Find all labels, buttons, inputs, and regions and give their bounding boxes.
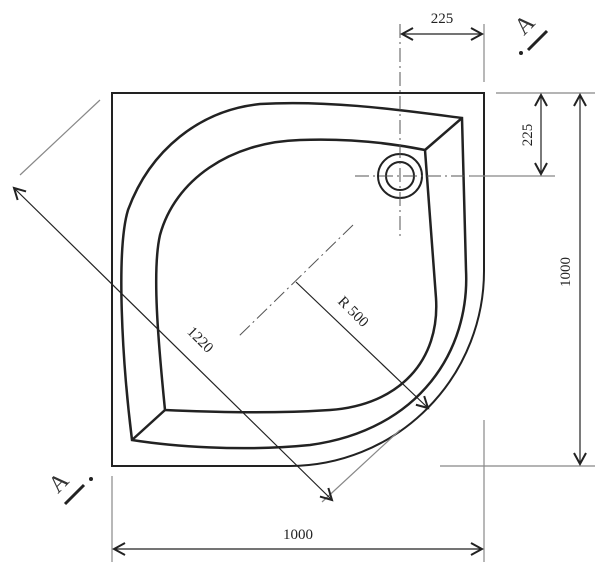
section-marker-bottom: A <box>44 467 93 506</box>
dim-width: 1000 <box>283 527 313 543</box>
dim-radius: R 500 <box>334 294 371 331</box>
dim-height: 1000 <box>558 257 574 287</box>
basin-rim <box>120 101 468 450</box>
section-label-bottom: A <box>44 467 75 498</box>
dim-diagonal: 1220 <box>184 324 217 357</box>
section-label-top: A <box>510 9 541 40</box>
dim-top-offset: 225 <box>431 11 454 27</box>
dim-right-offset: 225 <box>520 124 536 147</box>
section-marker-top: A <box>510 9 549 55</box>
dimension-arrows <box>14 34 580 549</box>
